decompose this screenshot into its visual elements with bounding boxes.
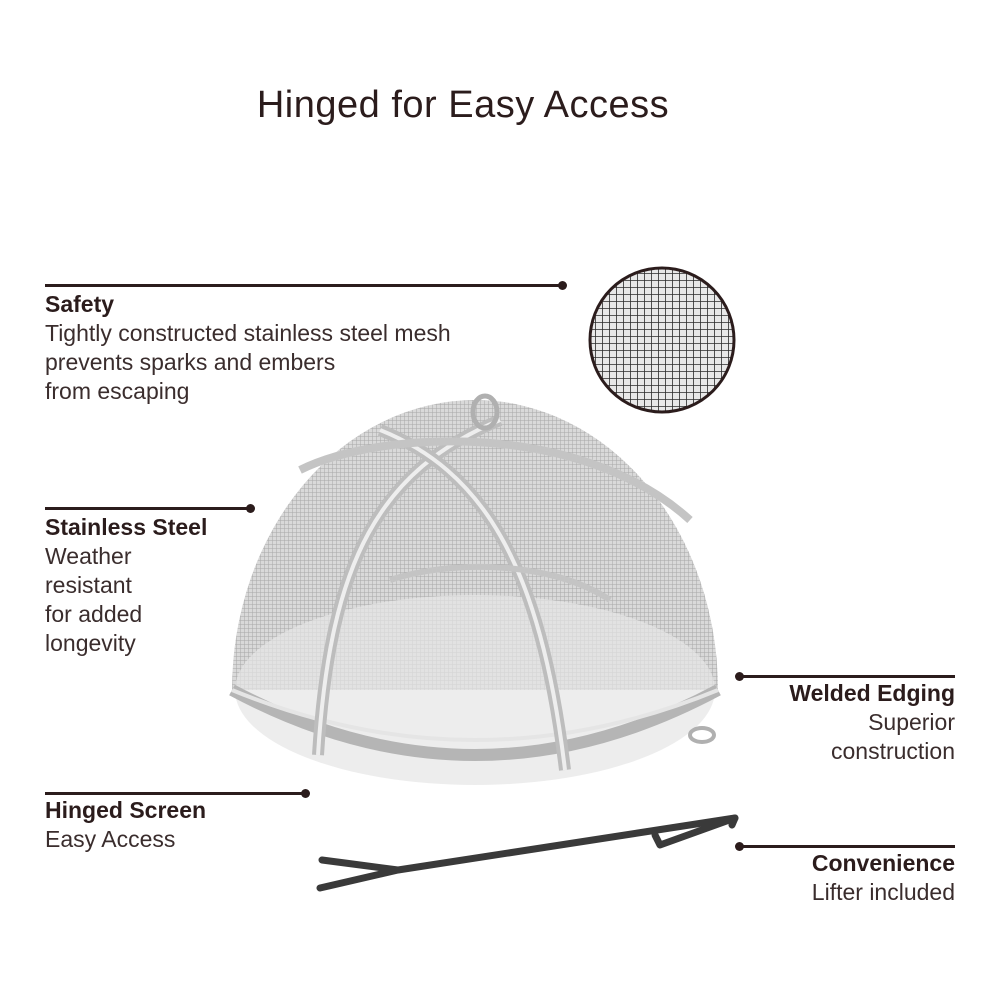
callout-rule [45,792,305,795]
callout-heading: Safety [45,291,115,317]
callout-rule [45,507,250,510]
callout-safety: Safety Tightly constructed stainless ste… [45,281,575,406]
callout-text: Tightly constructed stainless steel mesh [45,320,451,346]
callout-dot [735,842,744,851]
page-title: Hinged for Easy Access [256,84,670,126]
callout-text: prevents sparks and embers [45,349,336,375]
callout-convenience: Convenience Lifter included [735,842,955,907]
callout-dot [246,504,255,513]
callout-text: resistant [45,572,132,598]
callout-heading: Stainless Steel [45,514,208,540]
callout-text: Superior [868,709,955,735]
callout-stainless-steel: Stainless Steel Weather resistant for ad… [45,504,265,658]
callout-heading: Convenience [811,850,955,876]
callout-text: Easy Access [45,826,176,852]
spark-screen-dome [229,393,721,785]
callout-text: construction [830,738,955,764]
callout-text: from escaping [45,378,190,404]
callout-text: longevity [45,630,136,656]
callout-rule [738,675,955,678]
mesh-detail-circle [588,266,736,414]
callout-text: Weather [45,543,132,569]
callout-dot [735,672,744,681]
callout-dot [558,281,567,290]
callout-hinged-screen: Hinged Screen Easy Access [45,789,315,854]
callout-text: for added [45,601,143,627]
lifter-tool [316,814,739,892]
callout-rule [45,284,562,287]
callout-heading: Hinged Screen [45,797,207,823]
callout-text: Lifter included [811,879,955,905]
callout-heading: Welded Edging [789,680,955,706]
callout-welded-edging: Welded Edging Superior construction [735,672,955,766]
callout-dot [301,789,310,798]
callout-rule [738,845,955,848]
